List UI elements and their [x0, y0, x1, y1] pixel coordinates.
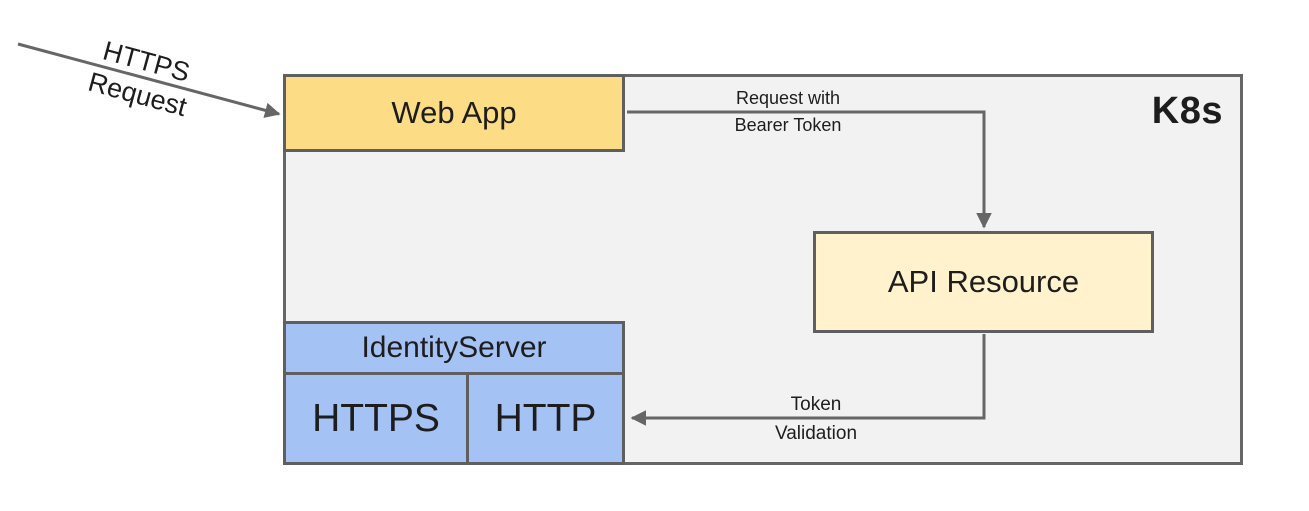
- node-identity-server: IdentityServer HTTPS HTTP: [283, 321, 625, 465]
- port-http-label: HTTP: [494, 396, 597, 440]
- identity-server-ports: HTTPS HTTP: [286, 375, 622, 462]
- port-http: HTTP: [469, 375, 622, 462]
- port-https: HTTPS: [286, 375, 469, 462]
- node-api-resource: API Resource: [813, 231, 1154, 333]
- edge-label-https-request: HTTPS Request: [85, 35, 194, 123]
- identity-server-label: IdentityServer: [361, 331, 547, 364]
- edge-label-bearer-token: Request with Bearer Token: [734, 88, 842, 135]
- node-web-app-label: Web App: [391, 95, 517, 130]
- node-web-app: Web App: [283, 74, 625, 152]
- port-https-label: HTTPS: [312, 396, 440, 440]
- identity-server-header: IdentityServer: [286, 324, 622, 375]
- node-api-resource-label: API Resource: [887, 264, 1080, 299]
- k8s-cluster-label: K8s: [1151, 90, 1223, 132]
- edge-label-token-validation: Token Validation: [774, 394, 858, 444]
